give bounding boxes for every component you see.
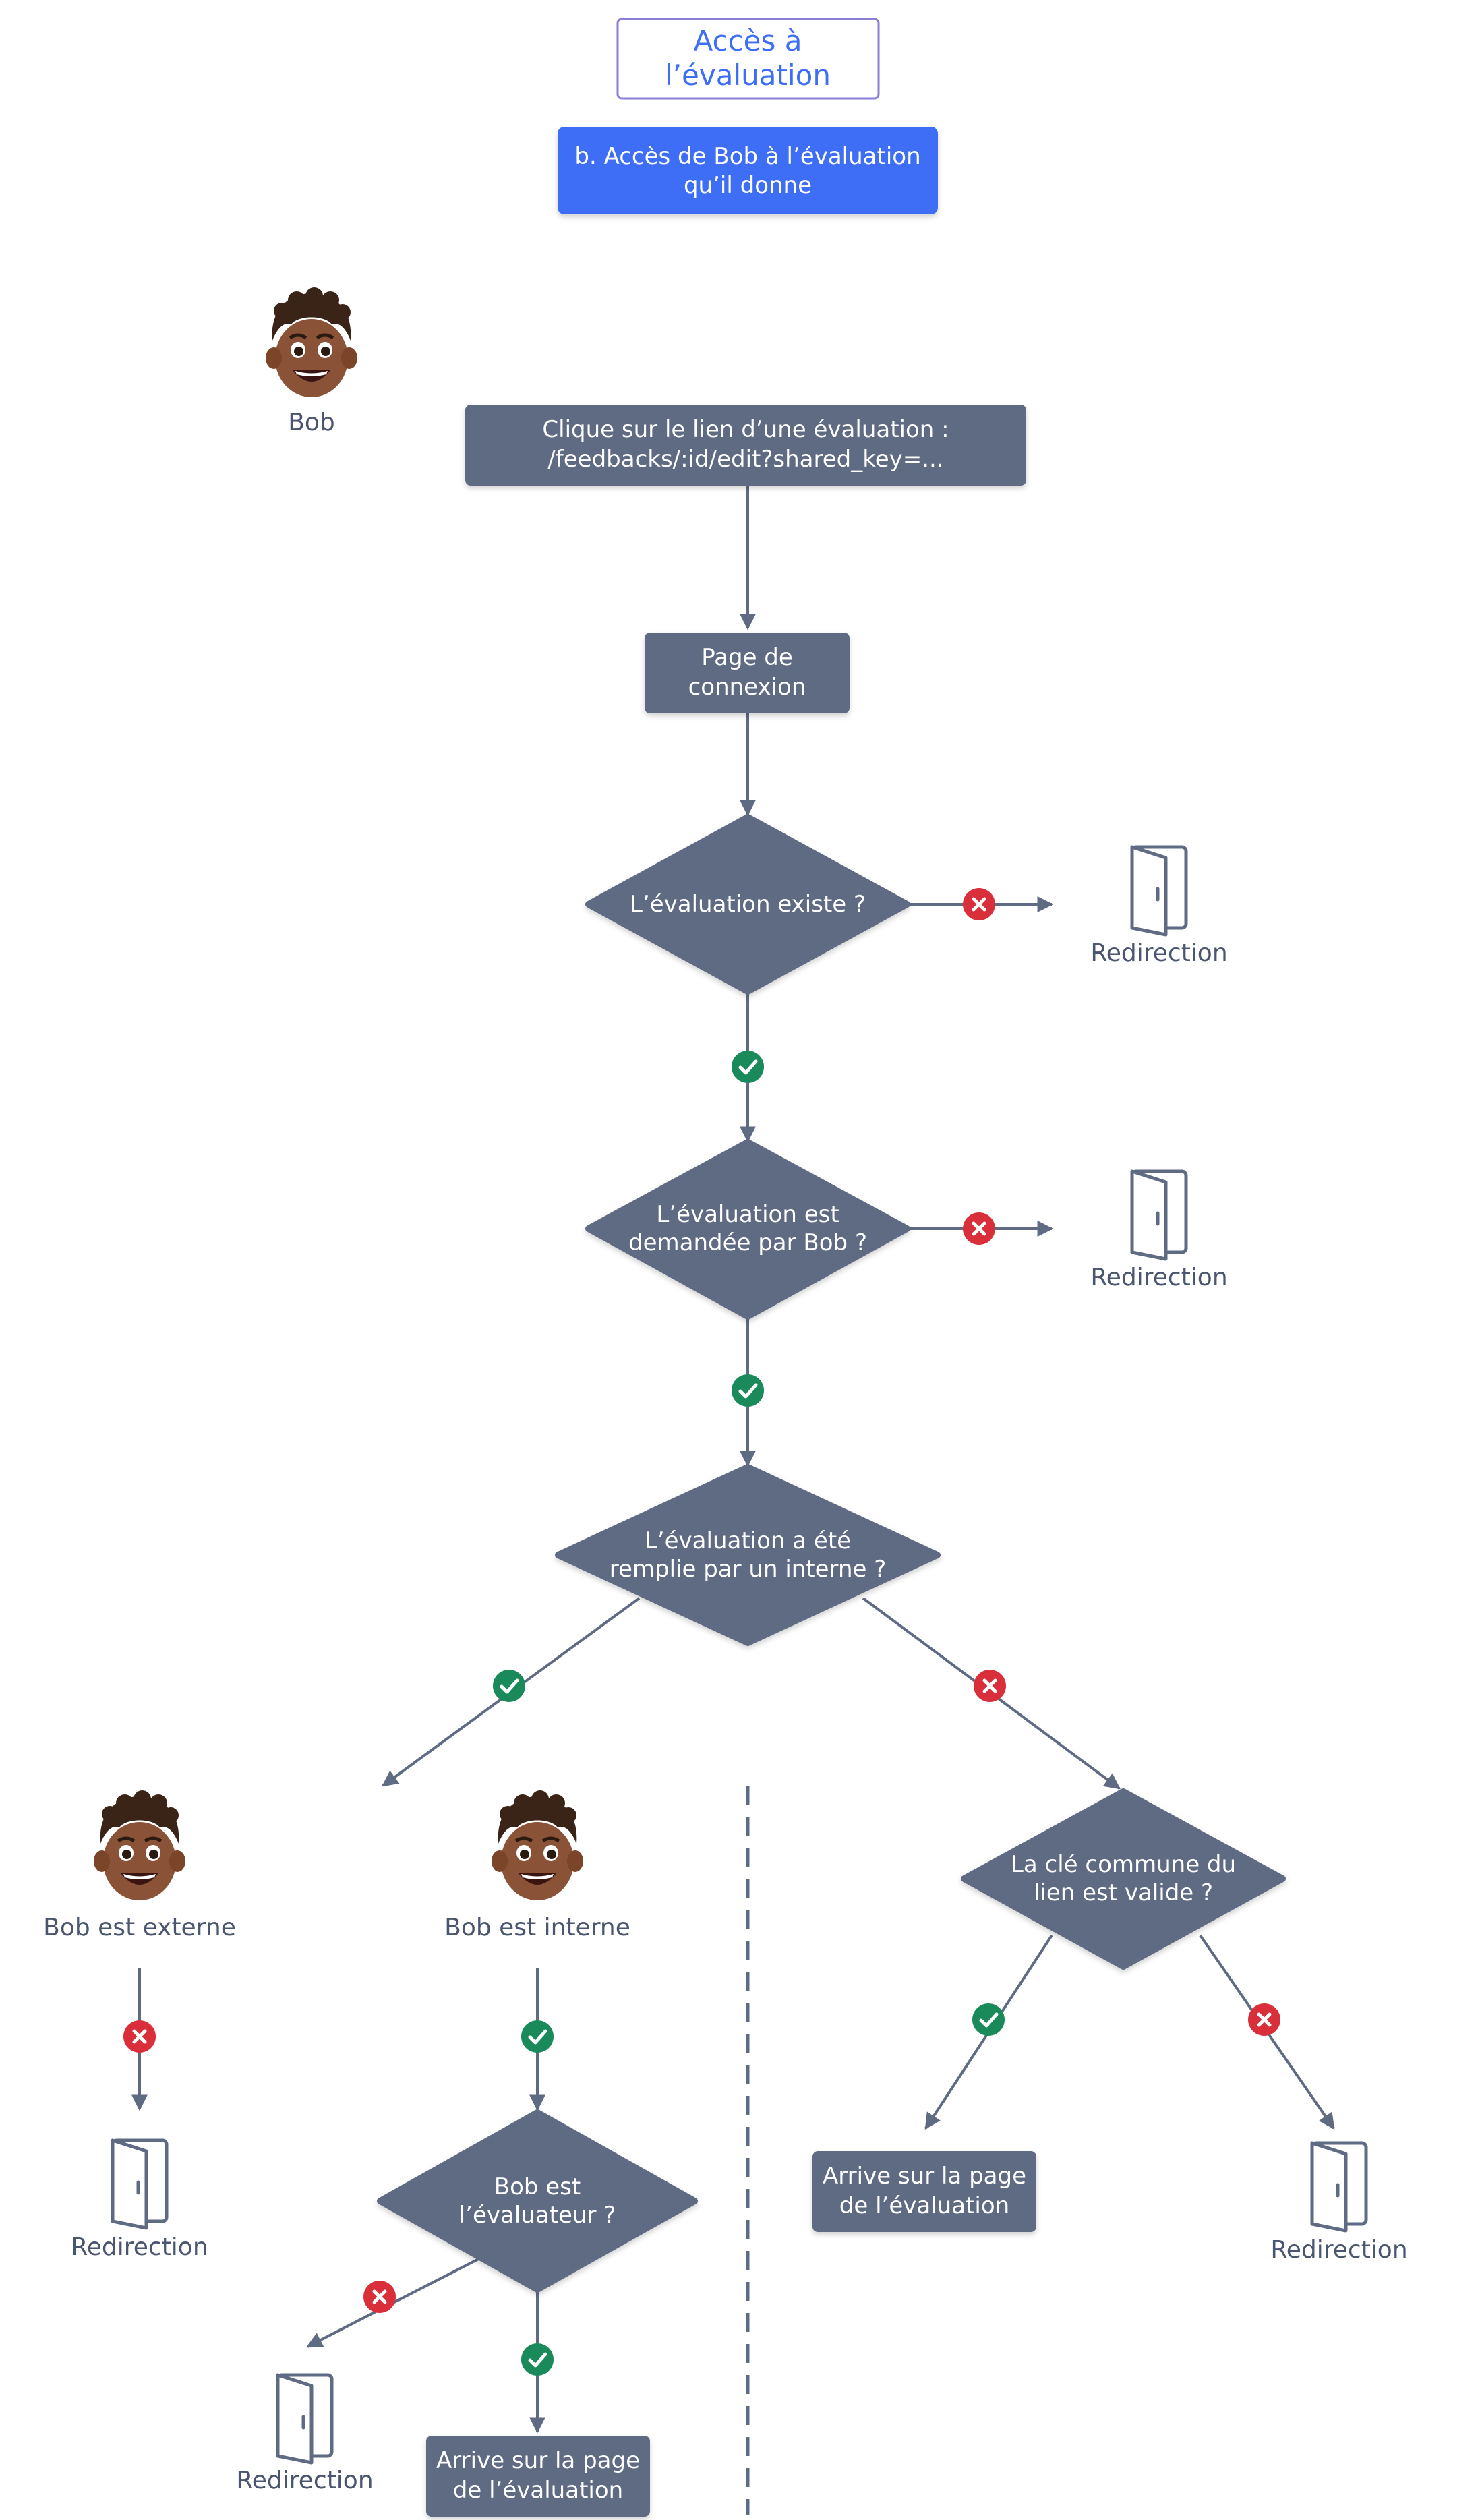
decision-filled-line-1: L’évaluation a été bbox=[645, 1527, 851, 1554]
decision-requested-line-2: demandée par Bob ? bbox=[628, 1229, 867, 1256]
check-icon bbox=[521, 2020, 554, 2053]
decision-requested-line-1: L’évaluation est bbox=[656, 1201, 839, 1228]
redirection-3-label: Redirection bbox=[71, 2233, 208, 2261]
door-icon bbox=[1132, 1171, 1186, 1259]
redirection-4-label: Redirection bbox=[236, 2467, 373, 2494]
step-login-page: Page de connexion bbox=[645, 633, 850, 713]
page-subtitle: b. Accès de Bob à l’évaluation qu’il don… bbox=[558, 127, 938, 214]
decision-key-line-1: La clé commune du bbox=[1011, 1851, 1236, 1878]
bob-external-label: Bob est externe bbox=[43, 1914, 236, 1941]
decision-requested-by-bob: L’évaluation est demandée par Bob ? bbox=[585, 1139, 910, 1320]
bob-internal-label: Bob est interne bbox=[444, 1914, 630, 1941]
check-icon bbox=[521, 2343, 554, 2376]
decision-evaluator-line-2: l’évaluateur ? bbox=[459, 2202, 616, 2229]
check-icon bbox=[732, 1374, 764, 1407]
bob-internal-avatar: Bob est interne bbox=[444, 1790, 630, 1941]
arrive-left-line-1: Arrive sur la page bbox=[436, 2447, 640, 2474]
cross-icon bbox=[123, 2020, 156, 2053]
check-icon bbox=[972, 2003, 1005, 2036]
bob-avatar: Bob bbox=[266, 287, 357, 436]
decision-evaluation-exists: L’évaluation existe ? bbox=[585, 814, 910, 995]
cross-icon bbox=[363, 2281, 396, 2313]
decision-exists-label: L’évaluation existe ? bbox=[630, 891, 866, 918]
redirection-1-label: Redirection bbox=[1090, 939, 1227, 967]
step-arrive-evaluation-left: Arrive sur la page de l’évaluation bbox=[426, 2436, 650, 2517]
check-icon bbox=[732, 1051, 764, 1083]
cross-icon bbox=[974, 1670, 1006, 1702]
step-login-line-1: Page de bbox=[701, 644, 793, 671]
decision-filled-line-2: remplie par un interne ? bbox=[610, 1556, 887, 1583]
page-title: Accès à l’évaluation bbox=[616, 18, 880, 100]
bob-external-avatar: Bob est externe bbox=[43, 1790, 236, 1941]
redirection-4: Redirection bbox=[236, 2375, 374, 2494]
step-click-link-line-1: Clique sur le lien d’une évaluation : bbox=[542, 416, 949, 443]
step-login-line-2: connexion bbox=[688, 674, 806, 701]
decision-evaluator-line-1: Bob est bbox=[494, 2173, 581, 2200]
arrive-right-line-1: Arrive sur la page bbox=[823, 2163, 1026, 2190]
page-subtitle-line-2: qu’il donne bbox=[684, 172, 812, 199]
page-title-line-2: l’évaluation bbox=[665, 59, 831, 92]
redirection-1: Redirection bbox=[1090, 847, 1228, 967]
arrive-right-line-2: de l’évaluation bbox=[839, 2192, 1009, 2219]
bob-label: Bob bbox=[288, 409, 335, 436]
page-title-line-1: Accès à bbox=[694, 24, 802, 57]
redirection-5: Redirection bbox=[1270, 2143, 1408, 2264]
decision-filled-by-internal: L’évaluation a été remplie par un intern… bbox=[555, 1464, 941, 1646]
cross-icon bbox=[1248, 2003, 1280, 2036]
page-subtitle-line-1: b. Accès de Bob à l’évaluation bbox=[574, 143, 920, 170]
decision-bob-evaluator: Bob est l’évaluateur ? bbox=[377, 2109, 698, 2293]
arrive-left-line-2: de l’évaluation bbox=[453, 2477, 623, 2504]
redirection-5-label: Redirection bbox=[1270, 2236, 1407, 2264]
connectors bbox=[131, 486, 1335, 2434]
step-arrive-evaluation-right: Arrive sur la page de l’évaluation bbox=[812, 2151, 1036, 2232]
door-icon bbox=[113, 2140, 167, 2228]
step-click-link: Clique sur le lien d’une évaluation : /f… bbox=[465, 405, 1026, 486]
door-icon bbox=[1312, 2143, 1366, 2231]
door-icon bbox=[278, 2375, 332, 2463]
redirection-2: Redirection bbox=[1090, 1171, 1228, 1291]
check-icon bbox=[493, 1670, 525, 1702]
cross-icon bbox=[963, 888, 995, 920]
cross-icon bbox=[963, 1212, 995, 1245]
step-click-link-line-2: /feedbacks/:id/edit?shared_key=... bbox=[547, 446, 943, 473]
decision-key-valid: La clé commune du lien est valide ? bbox=[961, 1788, 1286, 1970]
door-icon bbox=[1132, 847, 1186, 935]
decision-key-line-2: lien est valide ? bbox=[1034, 1879, 1213, 1906]
redirection-2-label: Redirection bbox=[1090, 1264, 1227, 1291]
redirection-3: Redirection bbox=[71, 2140, 208, 2261]
